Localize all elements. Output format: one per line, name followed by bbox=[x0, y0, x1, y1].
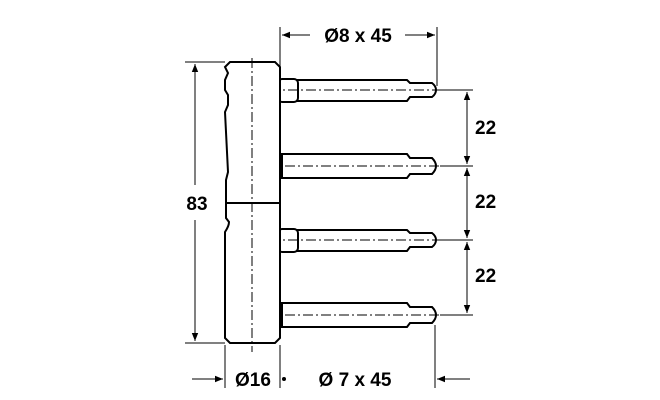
top-pin-label: Ø8 x 45 bbox=[324, 26, 392, 47]
spacing-label-3: 22 bbox=[475, 266, 496, 287]
spacing-label-1: 22 bbox=[475, 118, 496, 139]
spacing-label-2: 22 bbox=[475, 192, 496, 213]
pin-1 bbox=[270, 78, 440, 103]
height-label: 83 bbox=[186, 194, 207, 215]
body-diameter-label: Ø16 bbox=[235, 370, 271, 391]
top-pin-dimension: Ø8 x 45 bbox=[279, 26, 438, 86]
pin-3 bbox=[270, 228, 440, 253]
hinge-body bbox=[223, 58, 281, 352]
bottom-dimensions: Ø16 Ø 7 x 45 bbox=[192, 325, 470, 391]
pin-4 bbox=[281, 302, 440, 328]
bottom-pin-label: Ø 7 x 45 bbox=[319, 370, 392, 391]
pin-2 bbox=[281, 153, 440, 179]
height-dimension: 83 bbox=[185, 61, 225, 344]
spacing-dimensions: 22 22 22 bbox=[440, 89, 496, 316]
